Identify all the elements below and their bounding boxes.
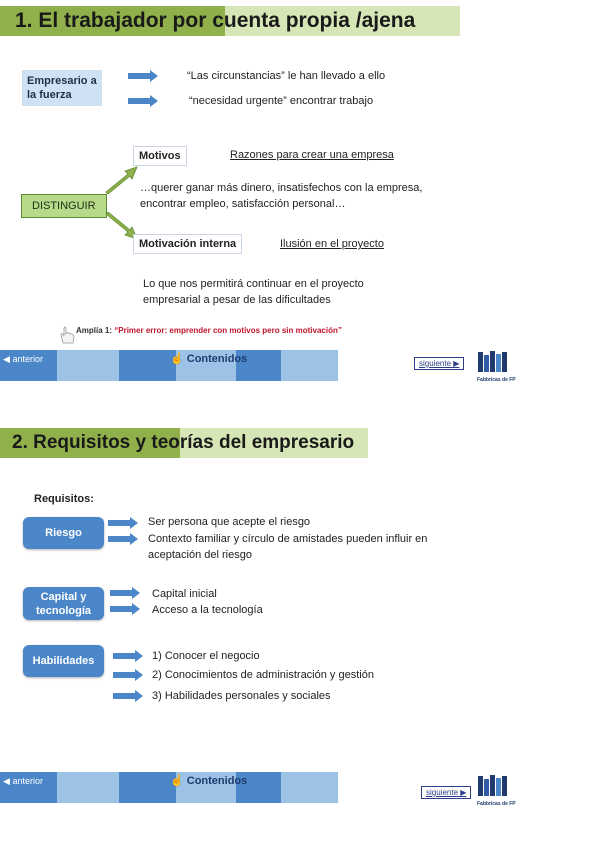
habilidades-item-2: 2) Conocimientos de administración y ges…	[152, 669, 374, 681]
capital-item-1: Capital inicial	[152, 588, 217, 600]
navigation-bar: ◀ anterior ☝ Contenidos	[0, 772, 338, 803]
hand-pointer-icon: ☝	[170, 775, 184, 787]
motivacion-link[interactable]: Ilusión en el proyecto	[280, 238, 384, 250]
habilidades-item-3: 3) Habilidades personales y sociales	[152, 690, 331, 702]
habilidades-box: Habilidades	[23, 645, 104, 677]
motivos-link[interactable]: Razones para crear una empresa	[230, 149, 394, 161]
anterior-button[interactable]: ◀ anterior	[3, 776, 43, 786]
slide2-title-bar: 2. Requisitos y teorías del empresario	[0, 428, 368, 458]
reason-necesidad: “necesidad urgente” encontrar trabajo	[189, 95, 374, 107]
arrow-right-icon	[108, 533, 138, 545]
green-arrow-up-icon	[105, 166, 138, 194]
amplia-label: Amplía 1:	[76, 326, 113, 335]
riesgo-item-1: Ser persona que acepte el riesgo	[148, 516, 311, 528]
amplia-text: “Primer error: emprender con motivos per…	[114, 326, 342, 335]
slide2-title: 2. Requisitos y teorías del empresario	[12, 432, 355, 453]
arrow-right-icon	[113, 690, 143, 702]
requisitos-label: Requisitos:	[34, 493, 94, 505]
capital-box: Capital y tecnología	[23, 587, 104, 620]
arrow-left-icon: ◀	[3, 776, 10, 786]
siguiente-button[interactable]: siguiente ▶	[414, 353, 465, 371]
motivacion-label: Motivación interna	[133, 234, 243, 254]
navigation-bar: ◀ anterior ☝ Contenidos	[0, 350, 338, 381]
contenidos-button[interactable]: ☝ Contenidos	[170, 353, 248, 365]
slide1-title: 1. El trabajador por cuenta propia /ajen…	[15, 9, 416, 32]
arrow-right-icon	[108, 517, 138, 529]
contenidos-button[interactable]: ☝ Contenidos	[170, 775, 248, 787]
arrow-right-icon	[128, 70, 158, 82]
slide1-title-bar: 1. El trabajador por cuenta propia /ajen…	[0, 6, 460, 36]
arrow-right-icon	[110, 603, 140, 615]
amplia-note[interactable]: Amplía 1: “Primer error: emprender con m…	[76, 326, 342, 335]
arrow-right-icon	[110, 587, 140, 599]
empresario-box: Empresario a la fuerza	[22, 70, 102, 106]
riesgo-box: Riesgo	[23, 517, 104, 549]
fp-logo: Fabbricas de FP	[477, 774, 516, 807]
motivacion-description: Lo que nos permitirá continuar en el pro…	[143, 278, 364, 306]
hand-pointer-icon: ☝	[170, 353, 184, 365]
hand-pointer-icon	[60, 326, 75, 344]
riesgo-item-2: Contexto familiar y círculo de amistades…	[148, 533, 428, 561]
motivos-label: Motivos	[133, 146, 187, 166]
arrow-left-icon: ◀	[3, 354, 10, 364]
motivos-description: …querer ganar más dinero, insatisfechos …	[140, 182, 423, 210]
arrow-right-icon	[113, 669, 143, 681]
arrow-right-icon	[128, 95, 158, 107]
arrow-right-icon	[113, 650, 143, 662]
fp-logo: Fabbricas de FP	[477, 350, 516, 383]
green-arrow-down-icon	[105, 212, 138, 240]
reason-circunstancias: “Las circunstancias” le han llevado a el…	[187, 70, 386, 82]
capital-item-2: Acceso a la tecnología	[152, 604, 263, 616]
anterior-button[interactable]: ◀ anterior	[3, 354, 43, 364]
distinguir-box: DISTINGUIR	[21, 194, 107, 218]
habilidades-item-1: 1) Conocer el negocio	[152, 650, 260, 662]
siguiente-button[interactable]: siguiente ▶	[421, 782, 472, 800]
